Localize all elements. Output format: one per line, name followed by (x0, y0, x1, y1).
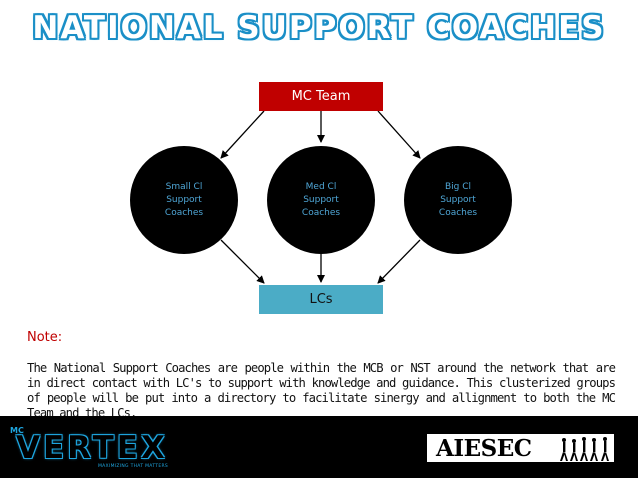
circle-line: Med Cl (305, 181, 337, 192)
vertex-logo-word: VERTEX (16, 430, 168, 466)
arrow-mc-to-big (377, 110, 421, 159)
connector-arrows (220, 110, 421, 284)
small-cl-circle: Small Cl Support Coaches (130, 146, 238, 254)
vertex-logo: MC VERTEX MAXIMIZING THAT MATTERS (8, 426, 178, 472)
footer-bar: MC VERTEX MAXIMIZING THAT MATTERS AIESEC (0, 416, 638, 478)
circle-line: Big Cl (444, 181, 472, 192)
slide-title: National Support Coaches (32, 10, 606, 46)
arrow-small-to-lc (220, 239, 265, 284)
circle-line: Coaches (164, 207, 204, 218)
vertex-logo-prefix: MC (10, 426, 24, 435)
note-label: Note: (27, 330, 63, 345)
vertex-logo-tagline: MAXIMIZING THAT MATTERS (98, 464, 169, 469)
mc-team-box: MC Team (259, 82, 383, 111)
org-diagram: MC Team Small Cl Support Coaches Med Cl … (130, 82, 512, 314)
aiesec-logo-word: AIESEC (436, 435, 532, 462)
note-text: The National Support Coaches are people … (27, 361, 616, 420)
arrow-mc-to-small (220, 110, 265, 159)
circle-line: Coaches (301, 207, 341, 218)
aiesec-logo: AIESEC (427, 434, 614, 462)
circle-line: Small Cl (165, 181, 203, 192)
circle-line: Support (303, 194, 339, 205)
lcs-box: LCs (259, 285, 383, 314)
circle-line: Support (166, 194, 202, 205)
circle-line: Coaches (438, 207, 478, 218)
big-cl-circle: Big Cl Support Coaches (404, 146, 512, 254)
walking-people-icon (560, 437, 609, 461)
med-cl-circle: Med Cl Support Coaches (267, 146, 375, 254)
arrow-big-to-lc (377, 239, 421, 284)
circle-line: Support (440, 194, 476, 205)
